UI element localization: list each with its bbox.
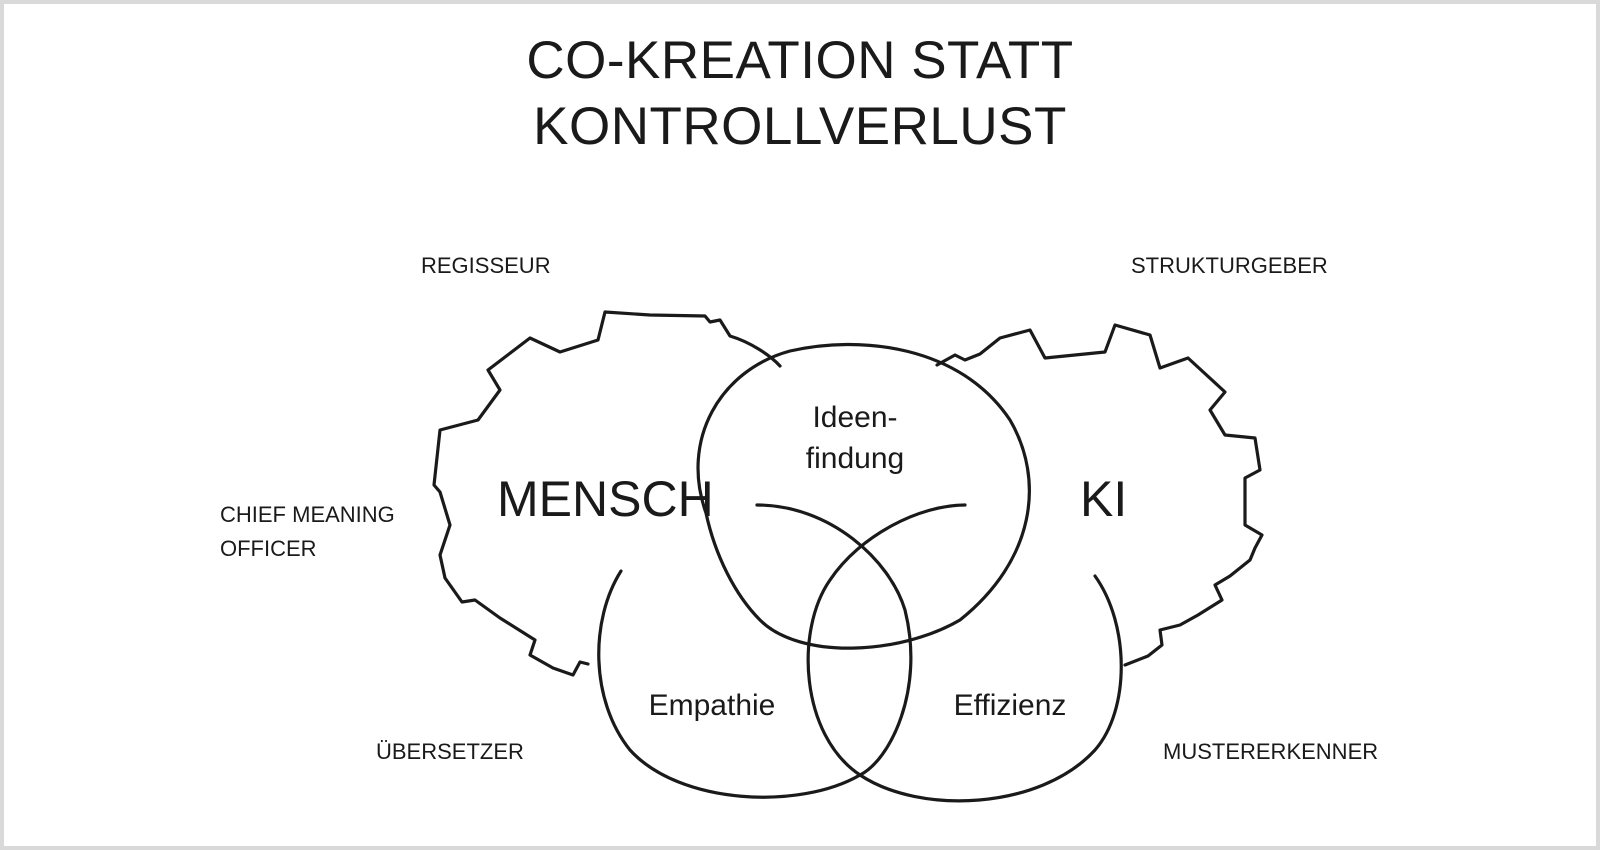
diagram-title: CO-KREATION STATT KONTROLLVERLUST (0, 28, 1600, 160)
role-mustererkenner: MUSTERERKENNER (1163, 739, 1378, 764)
effizienz-label: Effizienz (954, 689, 1067, 722)
bottom-right-circle (806, 503, 1123, 803)
role-uebersetzer: ÜBERSETZER (376, 739, 524, 764)
ideenfindung-label-line-2: findung (806, 442, 904, 475)
mensch-gear-icon (432, 310, 782, 677)
mensch-label: MENSCH (497, 471, 714, 527)
ki-label: KI (1080, 471, 1127, 527)
role-chief-meaning-line-2: OFFICER (220, 536, 317, 561)
role-chief-meaning-line-1: CHIEF MEANING (220, 502, 395, 527)
role-regisseur: REGISSEUR (421, 253, 551, 278)
bottom-left-circle-top-arc (755, 503, 913, 777)
role-strukturgeber: STRUKTURGEBER (1131, 253, 1328, 278)
ideenfindung-label-line-1: Ideen- (812, 401, 897, 434)
empathie-label: Empathie (649, 689, 776, 722)
top-circle (696, 342, 1031, 650)
title-line-1: CO-KREATION STATT (526, 31, 1074, 90)
ki-gear-icon (935, 323, 1264, 667)
title-line-2: KONTROLLVERLUST (533, 97, 1067, 156)
bottom-left-circle (597, 569, 862, 799)
